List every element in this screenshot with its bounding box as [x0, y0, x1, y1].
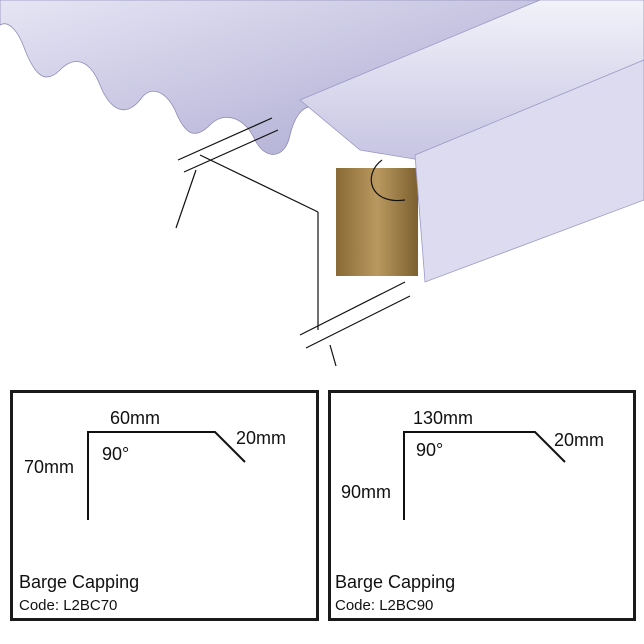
profile-panel-l2bc90	[328, 390, 636, 621]
lip-length-label: 20mm	[554, 430, 605, 450]
side-length-label: 90mm	[341, 482, 392, 502]
angle-label: 90°	[102, 444, 130, 464]
side-length-label: 70mm	[24, 457, 75, 477]
corrugated-sheet	[0, 0, 541, 155]
capping-face	[414, 59, 644, 283]
top-length-label: 130mm	[413, 408, 474, 428]
angle-label: 90°	[416, 440, 444, 460]
timber-batten	[336, 168, 418, 276]
product-code: Code: L2BC70	[19, 597, 118, 614]
product-title: Barge Capping	[19, 572, 140, 592]
profile-panel-l2bc70	[10, 390, 319, 621]
roof-illustration	[0, 0, 644, 367]
lip-length-label: 20mm	[236, 428, 287, 448]
dimension-lines	[175, 117, 411, 367]
capping-top	[299, 0, 644, 161]
top-length-label: 60mm	[110, 408, 161, 428]
product-title: Barge Capping	[335, 572, 456, 592]
product-code: Code: L2BC90	[335, 597, 434, 614]
